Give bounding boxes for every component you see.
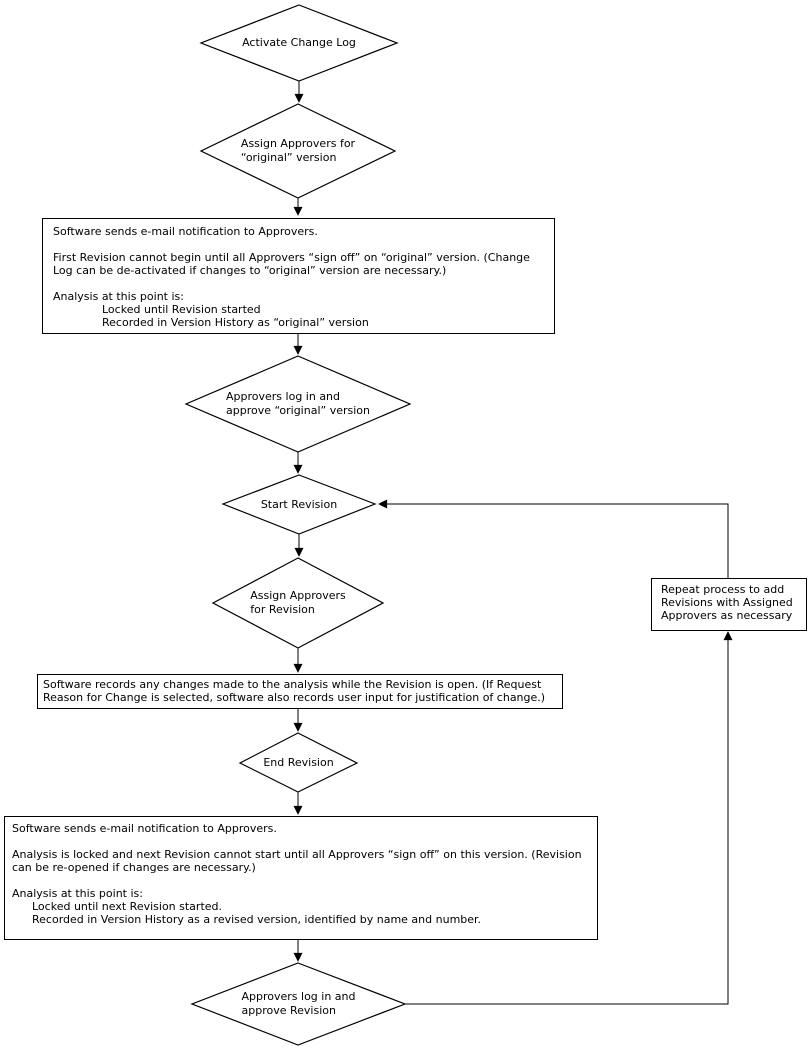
end-revision-shape [238,732,359,793]
software-records-changes-box: Software records any changes made to the… [37,674,563,709]
assign-approvers-original-shape [199,103,397,199]
process-text-line: Analysis at this point is: [53,290,184,303]
process-text-line: First Revision cannot begin until all Ap… [53,251,530,277]
repeat-process-box: Repeat process to add Revisions with Ass… [651,578,807,631]
assign-approvers-revision-shape [211,557,385,649]
repeat-process-line: Approvers as necessary [661,609,793,622]
approvers-login-revision-shape [190,962,407,1046]
process-text-subline: Recorded in Version History as “original… [102,316,369,329]
connector-repeat-to-start [378,499,729,578]
connector-group [293,81,733,1005]
process-text-subline: Locked until Revision started [102,303,261,316]
process-text-line: Analysis at this point is: [12,887,143,900]
process-text-line: Software sends e-mail notification to Ap… [12,822,277,835]
repeat-process-line: Repeat process to add [661,583,785,596]
process-text-line: Software records any changes made to the… [43,678,546,704]
process-text-line: Analysis is locked and next Revision can… [12,848,582,874]
decision-shape-group [184,4,412,1046]
approvers-login-original-shape [184,355,412,453]
repeat-process-line: Revisions with Assigned [661,596,793,609]
start-revision-shape [221,474,377,535]
activate-change-log-shape [199,4,399,82]
email-notification-original-box: Software sends e-mail notification to Ap… [42,218,555,334]
process-text-subline: Recorded in Version History as a revised… [32,913,482,926]
email-notification-revision-box: Software sends e-mail notification to Ap… [4,816,598,940]
process-text-subline: Locked until next Revision started. [32,900,223,913]
connector-login2-to-repeat [405,631,733,1005]
process-text-line: Software sends e-mail notification to Ap… [53,225,318,238]
